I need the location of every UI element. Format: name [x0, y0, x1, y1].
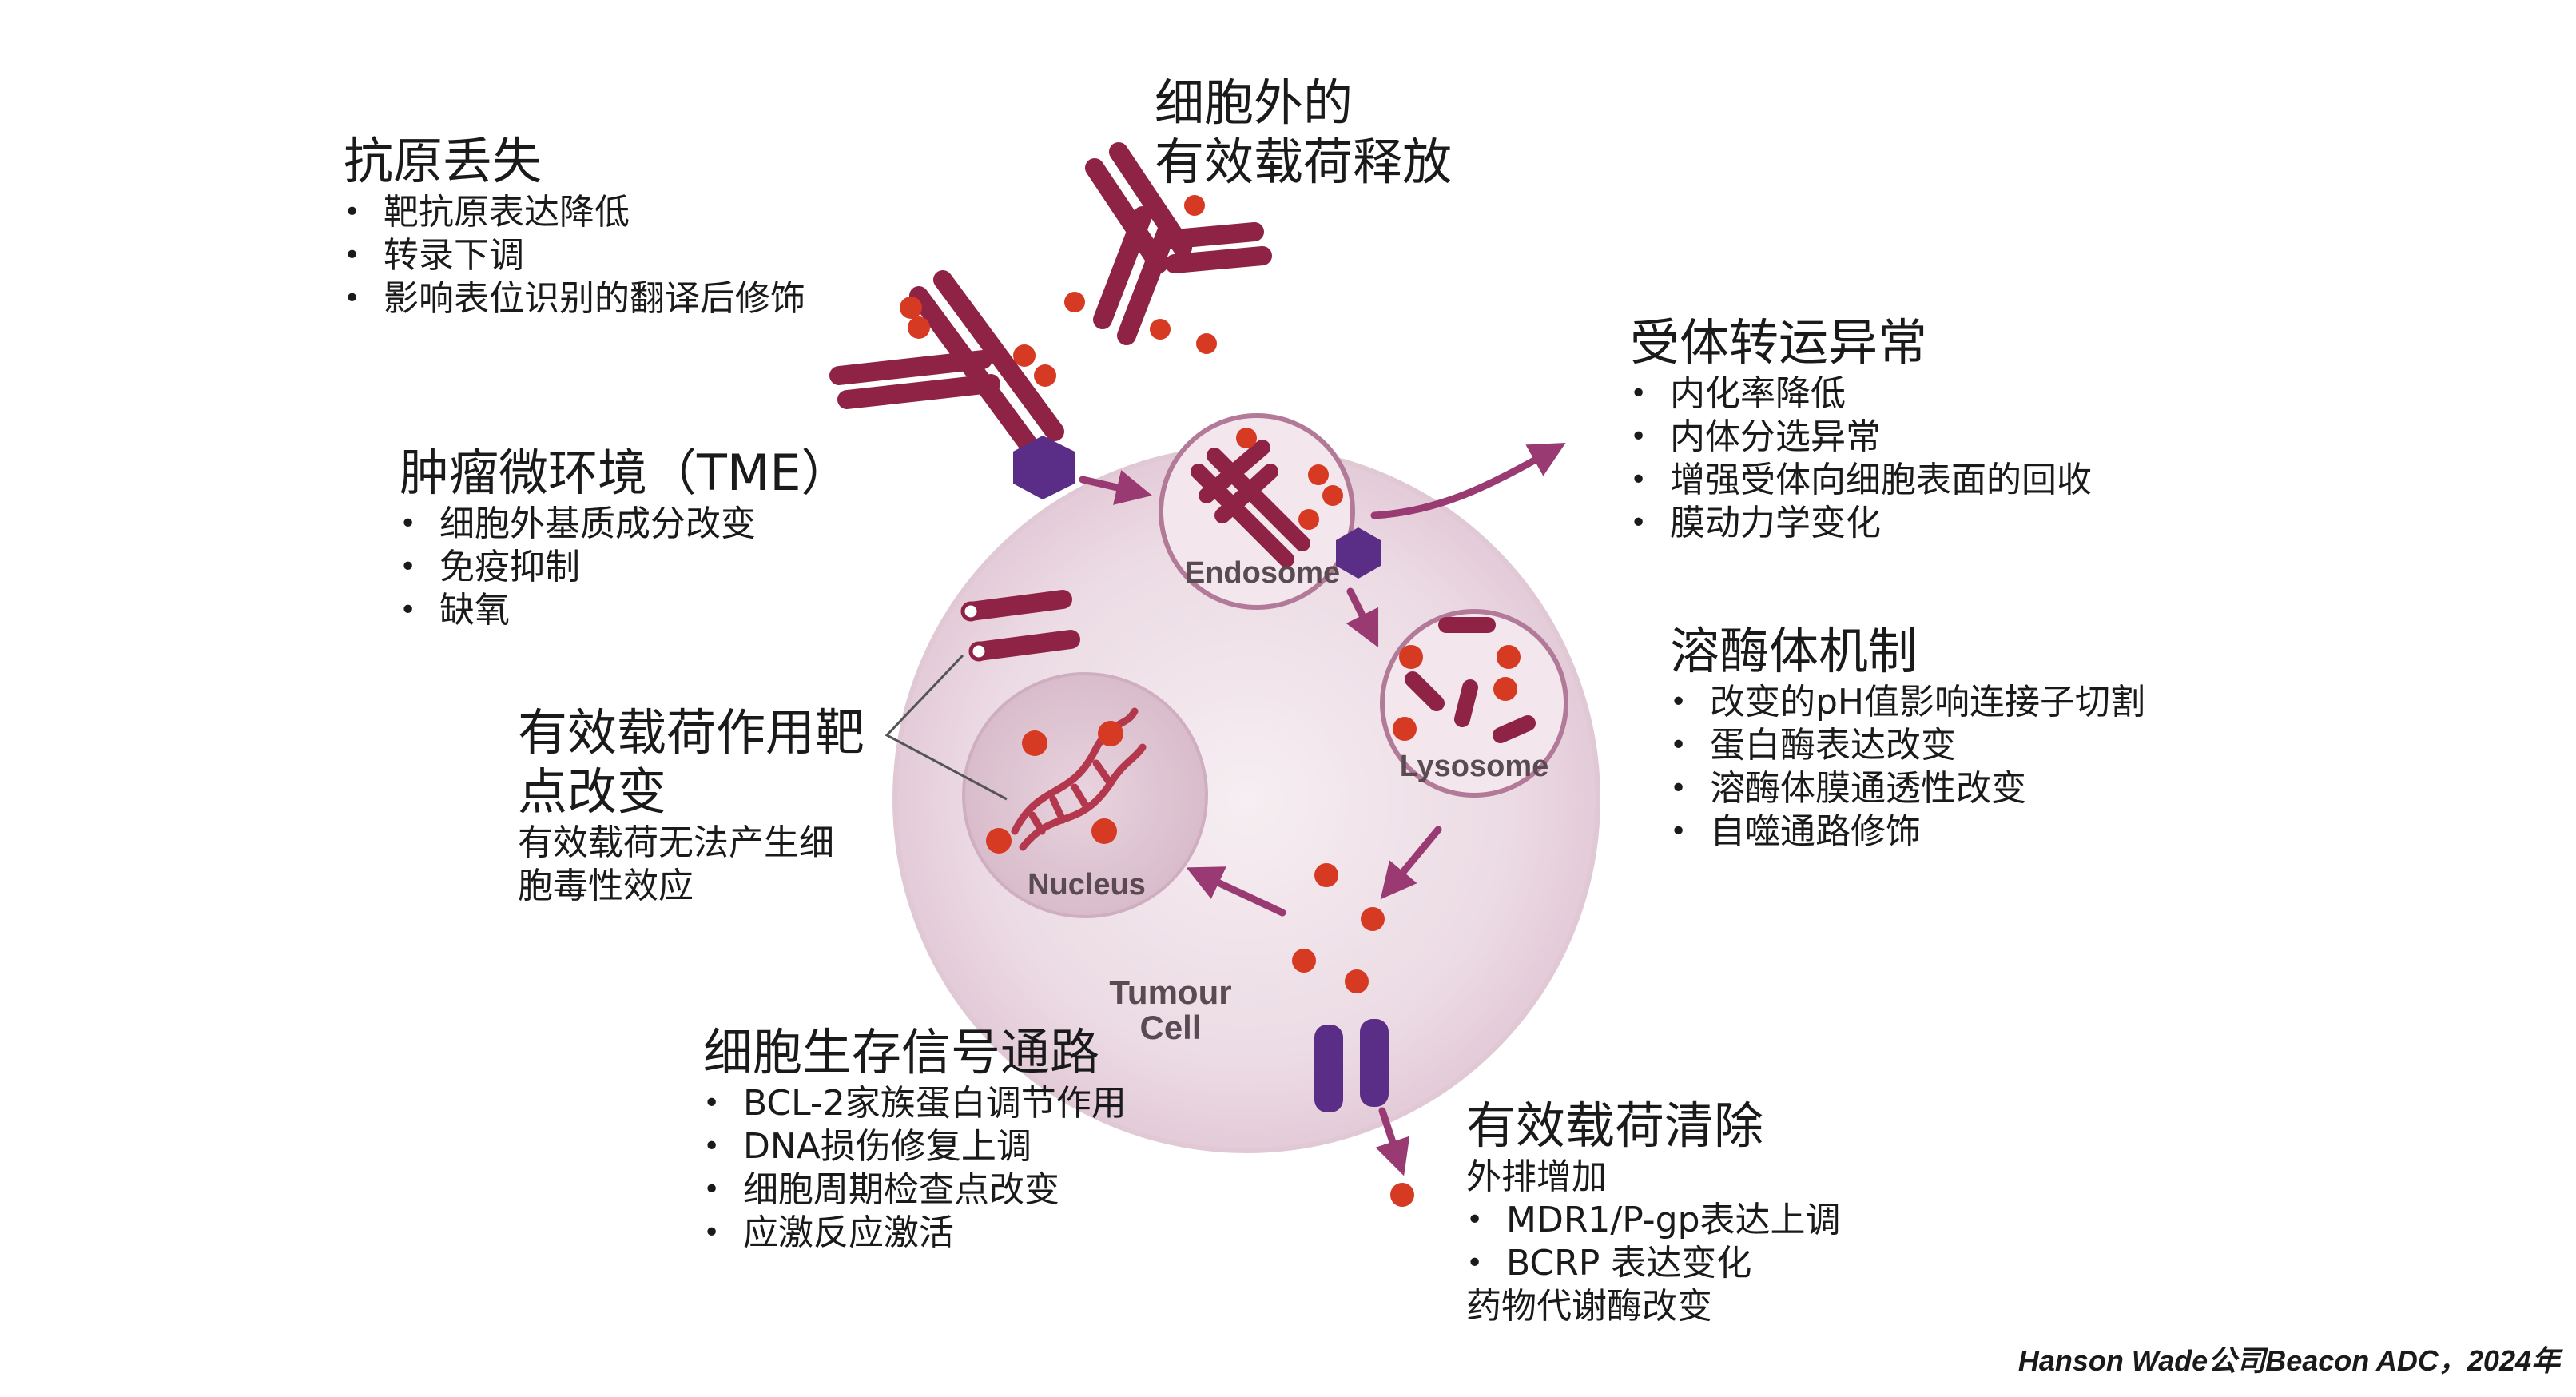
payload-clearance-list: MDR1/P-gp表达上调 BCRP 表达变化: [1466, 1199, 1841, 1285]
endosome-label: Endosome: [1184, 556, 1341, 590]
receptor-trafficking-block: 受体转运异常 内化率降低 内体分选异常 增强受体向细胞表面的回收 膜动力学变化: [1630, 313, 2092, 545]
cytosol-payload-dots: [1292, 863, 1414, 1207]
extracellular-release-title-1: 细胞外的: [1155, 74, 1354, 132]
list-item: 增强受体向细胞表面的回收: [1630, 459, 2092, 502]
survival-signaling-block: 细胞生存信号通路 BCL-2家族蛋白调节作用 DNA损伤修复上调 细胞周期检查点…: [703, 1023, 1127, 1255]
tme-block: 肿瘤微环境（TME） 细胞外基质成分改变 免疫抑制 缺氧: [400, 444, 851, 632]
lysosome-mechanism-list: 改变的pH值影响连接子切割 蛋白酶表达改变 溶酶体膜通透性改变 自噬通路修饰: [1670, 681, 2145, 854]
list-item: BCL-2家族蛋白调节作用: [703, 1082, 1127, 1125]
list-item: 溶酶体膜通透性改变: [1670, 767, 2145, 810]
nucleus-payload-dots: [986, 721, 1123, 854]
list-item: 蛋白酶表达改变: [1670, 724, 2145, 767]
list-item: 细胞外基质成分改变: [400, 503, 851, 546]
antigen-loss-block: 抗原丢失 靶抗原表达降低 转录下调 影响表位识别的翻译后修饰: [344, 132, 805, 320]
list-item: 免疫抑制: [400, 546, 851, 589]
binding-antibody-icon: [829, 270, 1064, 457]
payload-clearance-title: 有效载荷清除: [1466, 1097, 1764, 1155]
tumour-cell-label-2: Cell: [1139, 1009, 1202, 1046]
lysosome-antibody-fragments: [1405, 617, 1536, 743]
pathway-arrows: [1079, 442, 1566, 1176]
endosome-payload-dots: [1236, 428, 1343, 530]
survival-signaling-title: 细胞生存信号通路: [703, 1023, 1100, 1081]
payload-clearance-footer: 药物代谢酶改变: [1466, 1286, 1712, 1327]
list-item: 膜动力学变化: [1630, 502, 2092, 545]
payload-target-sub-1: 有效载荷无法产生细: [518, 822, 834, 863]
lysosome-label: Lysosome: [1399, 750, 1549, 783]
payload-target-title-1: 有效载荷作用靶: [518, 703, 865, 762]
tme-title: 肿瘤微环境（TME）: [400, 444, 851, 502]
endosome: [1159, 413, 1355, 610]
antigen-loss-list: 靶抗原表达降低 转录下调 影响表位识别的翻译后修饰: [344, 191, 805, 320]
list-item: 缺氧: [400, 589, 851, 632]
tumour-cell-label: Tumour Cell: [1067, 975, 1274, 1045]
list-item: 内化率降低: [1630, 372, 2092, 416]
tme-list: 细胞外基质成分改变 免疫抑制 缺氧: [400, 503, 851, 632]
payload-target-title-2: 点改变: [518, 762, 667, 821]
source-credit: Hanson Wade公司Beacon ADC，2024年: [2017, 1344, 2560, 1377]
extracellular-release-title-2: 有效载荷释放: [1155, 133, 1453, 191]
lysosome-mechanism-block: 溶酶体机制 改变的pH值影响连接子切割 蛋白酶表达改变 溶酶体膜通透性改变 自噬…: [1670, 622, 2145, 854]
receptor-trafficking-list: 内化率降低 内体分选异常 增强受体向细胞表面的回收 膜动力学变化: [1630, 372, 2092, 545]
binding-payload-dots: [900, 297, 1056, 387]
list-item: 细胞周期检查点改变: [703, 1168, 1127, 1212]
lysosome-payload-dots: [1393, 645, 1521, 741]
receptor-trafficking-title: 受体转运异常: [1630, 313, 1928, 372]
payload-target-sub-2: 胞毒性效应: [518, 866, 694, 906]
list-item: MDR1/P-gp表达上调: [1466, 1199, 1841, 1242]
endosome-receptor-icon: [1336, 527, 1381, 579]
list-item: DNA损伤修复上调: [703, 1125, 1127, 1168]
callout-lines: [885, 654, 1008, 801]
payload-target-block: 有效载荷作用靶 点改变 有效载荷无法产生细 胞毒性效应: [518, 703, 865, 908]
list-item: 转录下调: [344, 234, 805, 277]
list-item: 应激反应激活: [703, 1212, 1127, 1255]
extracellular-release-block: 细胞外的 有效载荷释放: [1155, 74, 1452, 192]
tumour-cell-label-1: Tumour: [1109, 973, 1232, 1011]
released-payload-dots: [1064, 195, 1217, 354]
lysosome-mechanism-title: 溶酶体机制: [1670, 622, 1918, 680]
antigen-loss-title: 抗原丢失: [344, 132, 543, 190]
nucleus: [962, 672, 1208, 918]
list-item: BCRP 表达变化: [1466, 1242, 1841, 1285]
nucleus-label: Nucleus: [1028, 868, 1146, 901]
releasing-antibody-icon: [1085, 142, 1272, 345]
list-item: 自噬通路修饰: [1670, 810, 2145, 854]
list-item: 内体分选异常: [1630, 416, 2092, 459]
efflux-pump-icon: [1314, 1019, 1389, 1112]
dna-helix-icon: [1011, 707, 1147, 851]
payload-clearance-sub: 外排增加: [1466, 1156, 1607, 1197]
membrane-receptor-icon: [1013, 436, 1075, 499]
payload-clearance-block: 有效载荷清除 外排增加 MDR1/P-gp表达上调 BCRP 表达变化 药物代谢…: [1466, 1097, 1841, 1328]
list-item: 靶抗原表达降低: [344, 191, 805, 234]
endosome-antibody-icon: [1191, 440, 1310, 567]
list-item: 影响表位识别的翻译后修饰: [344, 277, 805, 320]
ecm-fiber-icon: [961, 590, 1080, 661]
survival-signaling-list: BCL-2家族蛋白调节作用 DNA损伤修复上调 细胞周期检查点改变 应激反应激活: [703, 1082, 1127, 1255]
list-item: 改变的pH值影响连接子切割: [1670, 681, 2145, 724]
